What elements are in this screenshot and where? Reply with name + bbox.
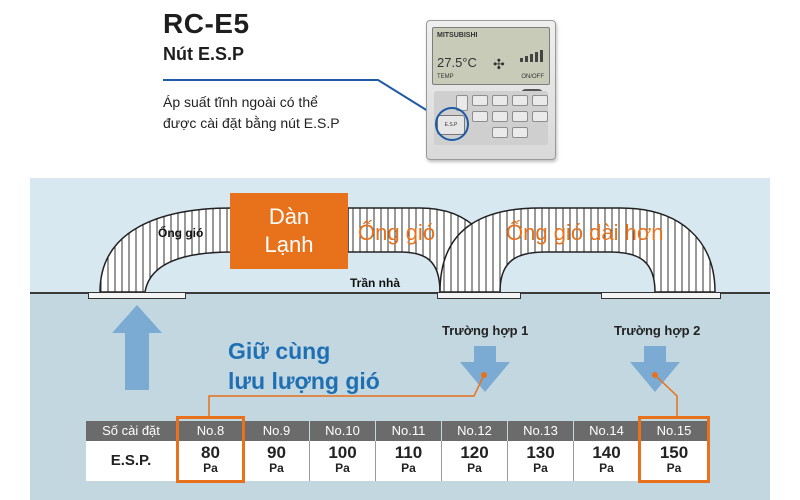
- ceiling-line: [30, 292, 770, 294]
- highlight-no8: [176, 416, 245, 483]
- duct-left-label: Ống gió: [158, 226, 204, 240]
- column-divider: [441, 441, 442, 481]
- duct-longer-label: Ống gió dài hơn: [506, 220, 664, 245]
- table-header-label: Số cài đặt: [86, 421, 176, 441]
- return-air-arrow-icon: [112, 305, 162, 390]
- remote-key: [472, 95, 488, 106]
- esp-unit: Pa: [401, 461, 416, 475]
- description-line-2: được cài đặt bằng nút E.S.P: [163, 115, 340, 131]
- keep-airflow-text: Giữ cùng lưu lượng gió: [228, 336, 380, 396]
- remote-key: [512, 111, 528, 122]
- setting-no10: No.10: [310, 421, 375, 441]
- remote-key: [532, 95, 548, 106]
- esp-number: 130: [526, 443, 555, 462]
- setting-no13: No.13: [508, 421, 573, 441]
- supply-grille-case2: [601, 292, 721, 299]
- esp-number: 90: [267, 443, 286, 462]
- esp-button-highlight: [435, 107, 469, 141]
- remote-brand-logo: MITSUBISHI: [437, 32, 478, 39]
- esp-unit: Pa: [335, 461, 350, 475]
- esp-unit: Pa: [533, 461, 548, 475]
- remote-key: [492, 111, 508, 122]
- column-divider: [507, 441, 508, 481]
- temp-label: TEMP: [437, 74, 454, 80]
- return-grille: [88, 292, 186, 299]
- remote-key: [472, 111, 488, 122]
- long-duct: [439, 207, 716, 293]
- setting-no11: No.11: [376, 421, 441, 441]
- esp-number: 110: [394, 443, 423, 462]
- highlight-no15: [638, 416, 710, 483]
- remote-key: [512, 95, 528, 106]
- esp-number: 150: [659, 443, 689, 462]
- column-divider: [573, 441, 574, 481]
- model-title: RC-E5: [163, 8, 250, 39]
- esp-unit: Pa: [666, 461, 682, 475]
- case-1-label: Trường hợp 1: [442, 323, 529, 338]
- remote-key: [532, 111, 548, 122]
- ceiling-label: Trần nhà: [350, 276, 401, 290]
- keep-airflow-line-1: Giữ cùng: [228, 338, 331, 364]
- esp-number: 80: [201, 443, 220, 462]
- esp-unit: Pa: [203, 461, 218, 475]
- supply-arrow-case2-icon: [630, 346, 680, 392]
- table-row-label: E.S.P.: [86, 441, 176, 481]
- case-2-label: Trường hợp 2: [614, 323, 701, 338]
- setting-no12: No.12: [442, 421, 507, 441]
- case1-connector: [208, 374, 485, 416]
- onoff-label: ON/OFF: [521, 74, 544, 80]
- keep-airflow-line-2: lưu lượng gió: [228, 368, 380, 394]
- supply-grille-case1: [437, 292, 521, 299]
- fan-speed-bars: [520, 50, 543, 62]
- remote-key: [512, 127, 528, 138]
- setting-no15: No.15: [640, 421, 708, 441]
- supply-arrow-case1-icon: [460, 346, 510, 392]
- fan-icon: ✣: [493, 56, 505, 72]
- button-name-title: Nút E.S.P: [163, 44, 245, 64]
- setting-no14: No.14: [574, 421, 639, 441]
- indoor-unit-line-1: Dàn: [268, 204, 310, 229]
- remote-temperature: 27.5°C: [437, 55, 477, 70]
- esp-number: 140: [592, 443, 621, 462]
- description: Áp suất tĩnh ngoài có thể được cài đặt b…: [163, 92, 403, 134]
- esp-unit: Pa: [269, 461, 284, 475]
- column-divider: [309, 441, 310, 481]
- remote-lcd-screen: MITSUBISHI 27.5°C ✣ TEMP ON/OFF: [432, 27, 550, 85]
- indoor-unit: Dàn Lạnh: [230, 193, 348, 269]
- esp-number: 100: [328, 443, 357, 462]
- esp-unit: Pa: [467, 461, 482, 475]
- remote-key: [492, 95, 508, 106]
- esp-unit: Pa: [599, 461, 614, 475]
- setting-no9: No.9: [244, 421, 309, 441]
- esp-number: 120: [460, 443, 489, 462]
- column-divider: [375, 441, 376, 481]
- duct-middle-label: Ống gió: [358, 220, 436, 245]
- setting-no8: No.8: [178, 421, 243, 441]
- description-line-1: Áp suất tĩnh ngoài có thể: [163, 94, 318, 110]
- remote-key: [492, 127, 508, 138]
- case2-connector: [654, 374, 678, 416]
- indoor-unit-line-2: Lạnh: [264, 232, 314, 257]
